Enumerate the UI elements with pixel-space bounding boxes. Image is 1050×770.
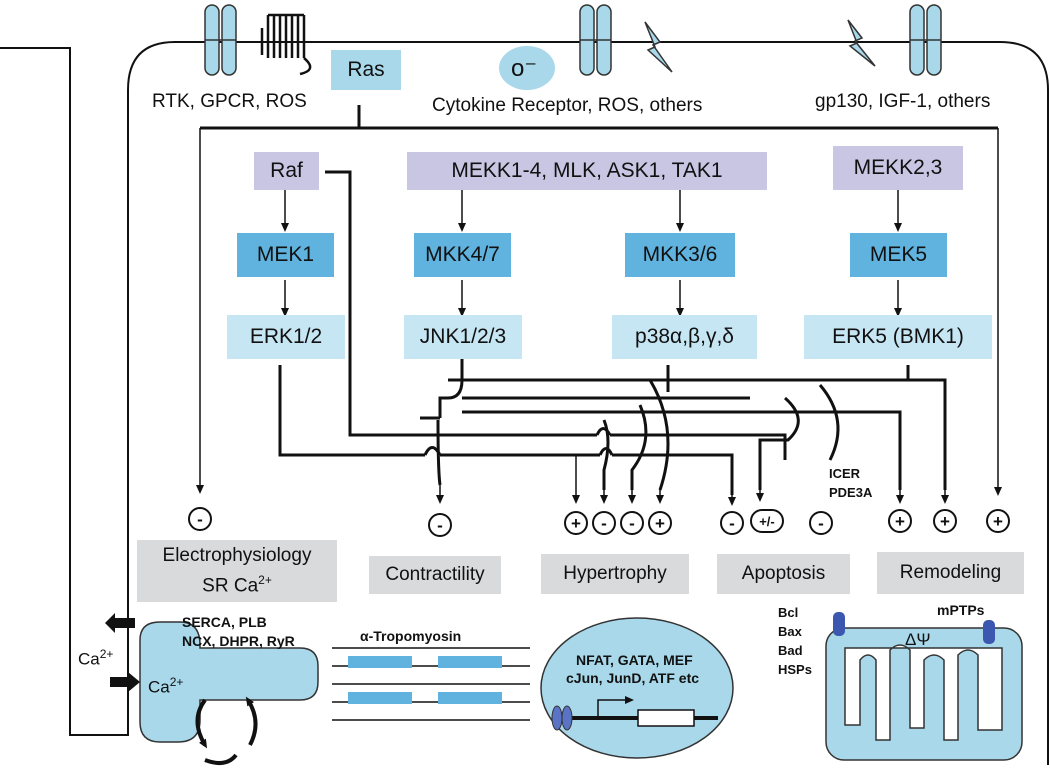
crossover-arcs — [423, 379, 840, 491]
sign-apoptosis-1: - — [720, 511, 744, 535]
mptps-label: mPTPs — [937, 602, 985, 618]
mek1-node: MEK1 — [237, 233, 334, 277]
bus-arrows — [196, 128, 1002, 496]
ca-channel-arrows-icon — [105, 613, 140, 692]
cell-membrane — [0, 41, 1049, 765]
ca-sr-label: Ca2+ — [148, 675, 184, 697]
mekk23-node: MEKK2,3 — [833, 146, 963, 190]
outcome-electrophysiology: Electrophysiology SR Ca2+ — [137, 540, 337, 602]
annotation-icer-pde3a: ICER PDE3A — [829, 466, 873, 500]
outcome-hypertrophy: Hypertrophy — [541, 554, 689, 594]
erk12-node: ERK1/2 — [227, 315, 345, 359]
erk5-node: ERK5 (BMK1) — [804, 315, 992, 359]
output-wiring — [278, 170, 947, 495]
ras-node: Ras — [331, 50, 401, 90]
sarcoplasmic-reticulum-icon — [139, 621, 319, 743]
gp130-receptor-icon — [909, 4, 942, 76]
sign-hypertrophy-4: + — [648, 511, 672, 535]
ca-flux-arrows-icon — [195, 696, 258, 766]
tropomyosin-label: α-Tropomyosin — [360, 628, 462, 644]
receptor-label-right: gp130, IGF-1, others — [815, 91, 991, 112]
ros-bubble — [499, 46, 555, 90]
signal-bus — [200, 105, 998, 130]
sign-electrophysiology: - — [188, 507, 212, 531]
gpcr-icon — [260, 13, 312, 76]
outcome-remodeling: Remodeling — [877, 552, 1024, 594]
nucleus-label-line2: cJun, JunD, ATF etc — [566, 670, 700, 686]
sr-label-line2: NCX, DHPR, RyR — [182, 633, 295, 649]
sign-remodeling-3: + — [986, 509, 1010, 533]
ca-outside-label: Ca2+ — [78, 647, 114, 669]
mkk47-node: MKK4/7 — [414, 233, 511, 277]
p38-node: p38α,β,γ,δ — [612, 315, 757, 359]
sign-hypertrophy-2: - — [592, 511, 616, 535]
outcome-contractility: Contractility — [369, 556, 501, 594]
rtk-receptor-icon — [204, 4, 237, 76]
nucleus-icon — [540, 617, 734, 759]
sign-apoptosis-3: - — [809, 511, 833, 535]
sr-label-line1: SERCA, PLB — [182, 614, 267, 630]
nucleus-label-line1: NFAT, GATA, MEF — [576, 652, 693, 668]
outcome-apoptosis: Apoptosis — [717, 554, 850, 594]
receptor-label-middle: Cytokine Receptor, ROS, others — [432, 95, 703, 116]
sign-arrows — [436, 455, 949, 506]
ros-lightning-icon — [644, 21, 673, 73]
delta-psi-label: ΔΨ — [905, 630, 931, 649]
sign-hypertrophy-1: + — [564, 511, 588, 535]
mito-bcl-family-labels: Bcl Bax Bad HSPs — [778, 605, 812, 677]
cascade-arrows — [281, 190, 902, 317]
sign-remodeling-2: + — [933, 509, 957, 533]
sign-remodeling-1: + — [888, 509, 912, 533]
ros-symbol: o⁻ — [511, 55, 538, 82]
gp130-lightning-icon — [847, 19, 876, 67]
receptor-label-left: RTK, GPCR, ROS — [152, 91, 307, 112]
mek5-node: MEK5 — [850, 233, 947, 277]
cytokine-receptor-icon — [579, 4, 612, 76]
mekk-group-node: MEKK1-4, MLK, ASK1, TAK1 — [407, 152, 767, 190]
sarcomere-icon — [332, 647, 530, 721]
mkk36-node: MKK3/6 — [625, 233, 735, 277]
jnk-node: JNK1/2/3 — [404, 315, 522, 359]
mitochondrion-icon — [825, 612, 1023, 761]
raf-node: Raf — [254, 152, 319, 190]
sign-apoptosis-2: +/- — [750, 509, 784, 533]
sign-hypertrophy-3: - — [620, 511, 644, 535]
sign-contractility: - — [428, 513, 452, 537]
